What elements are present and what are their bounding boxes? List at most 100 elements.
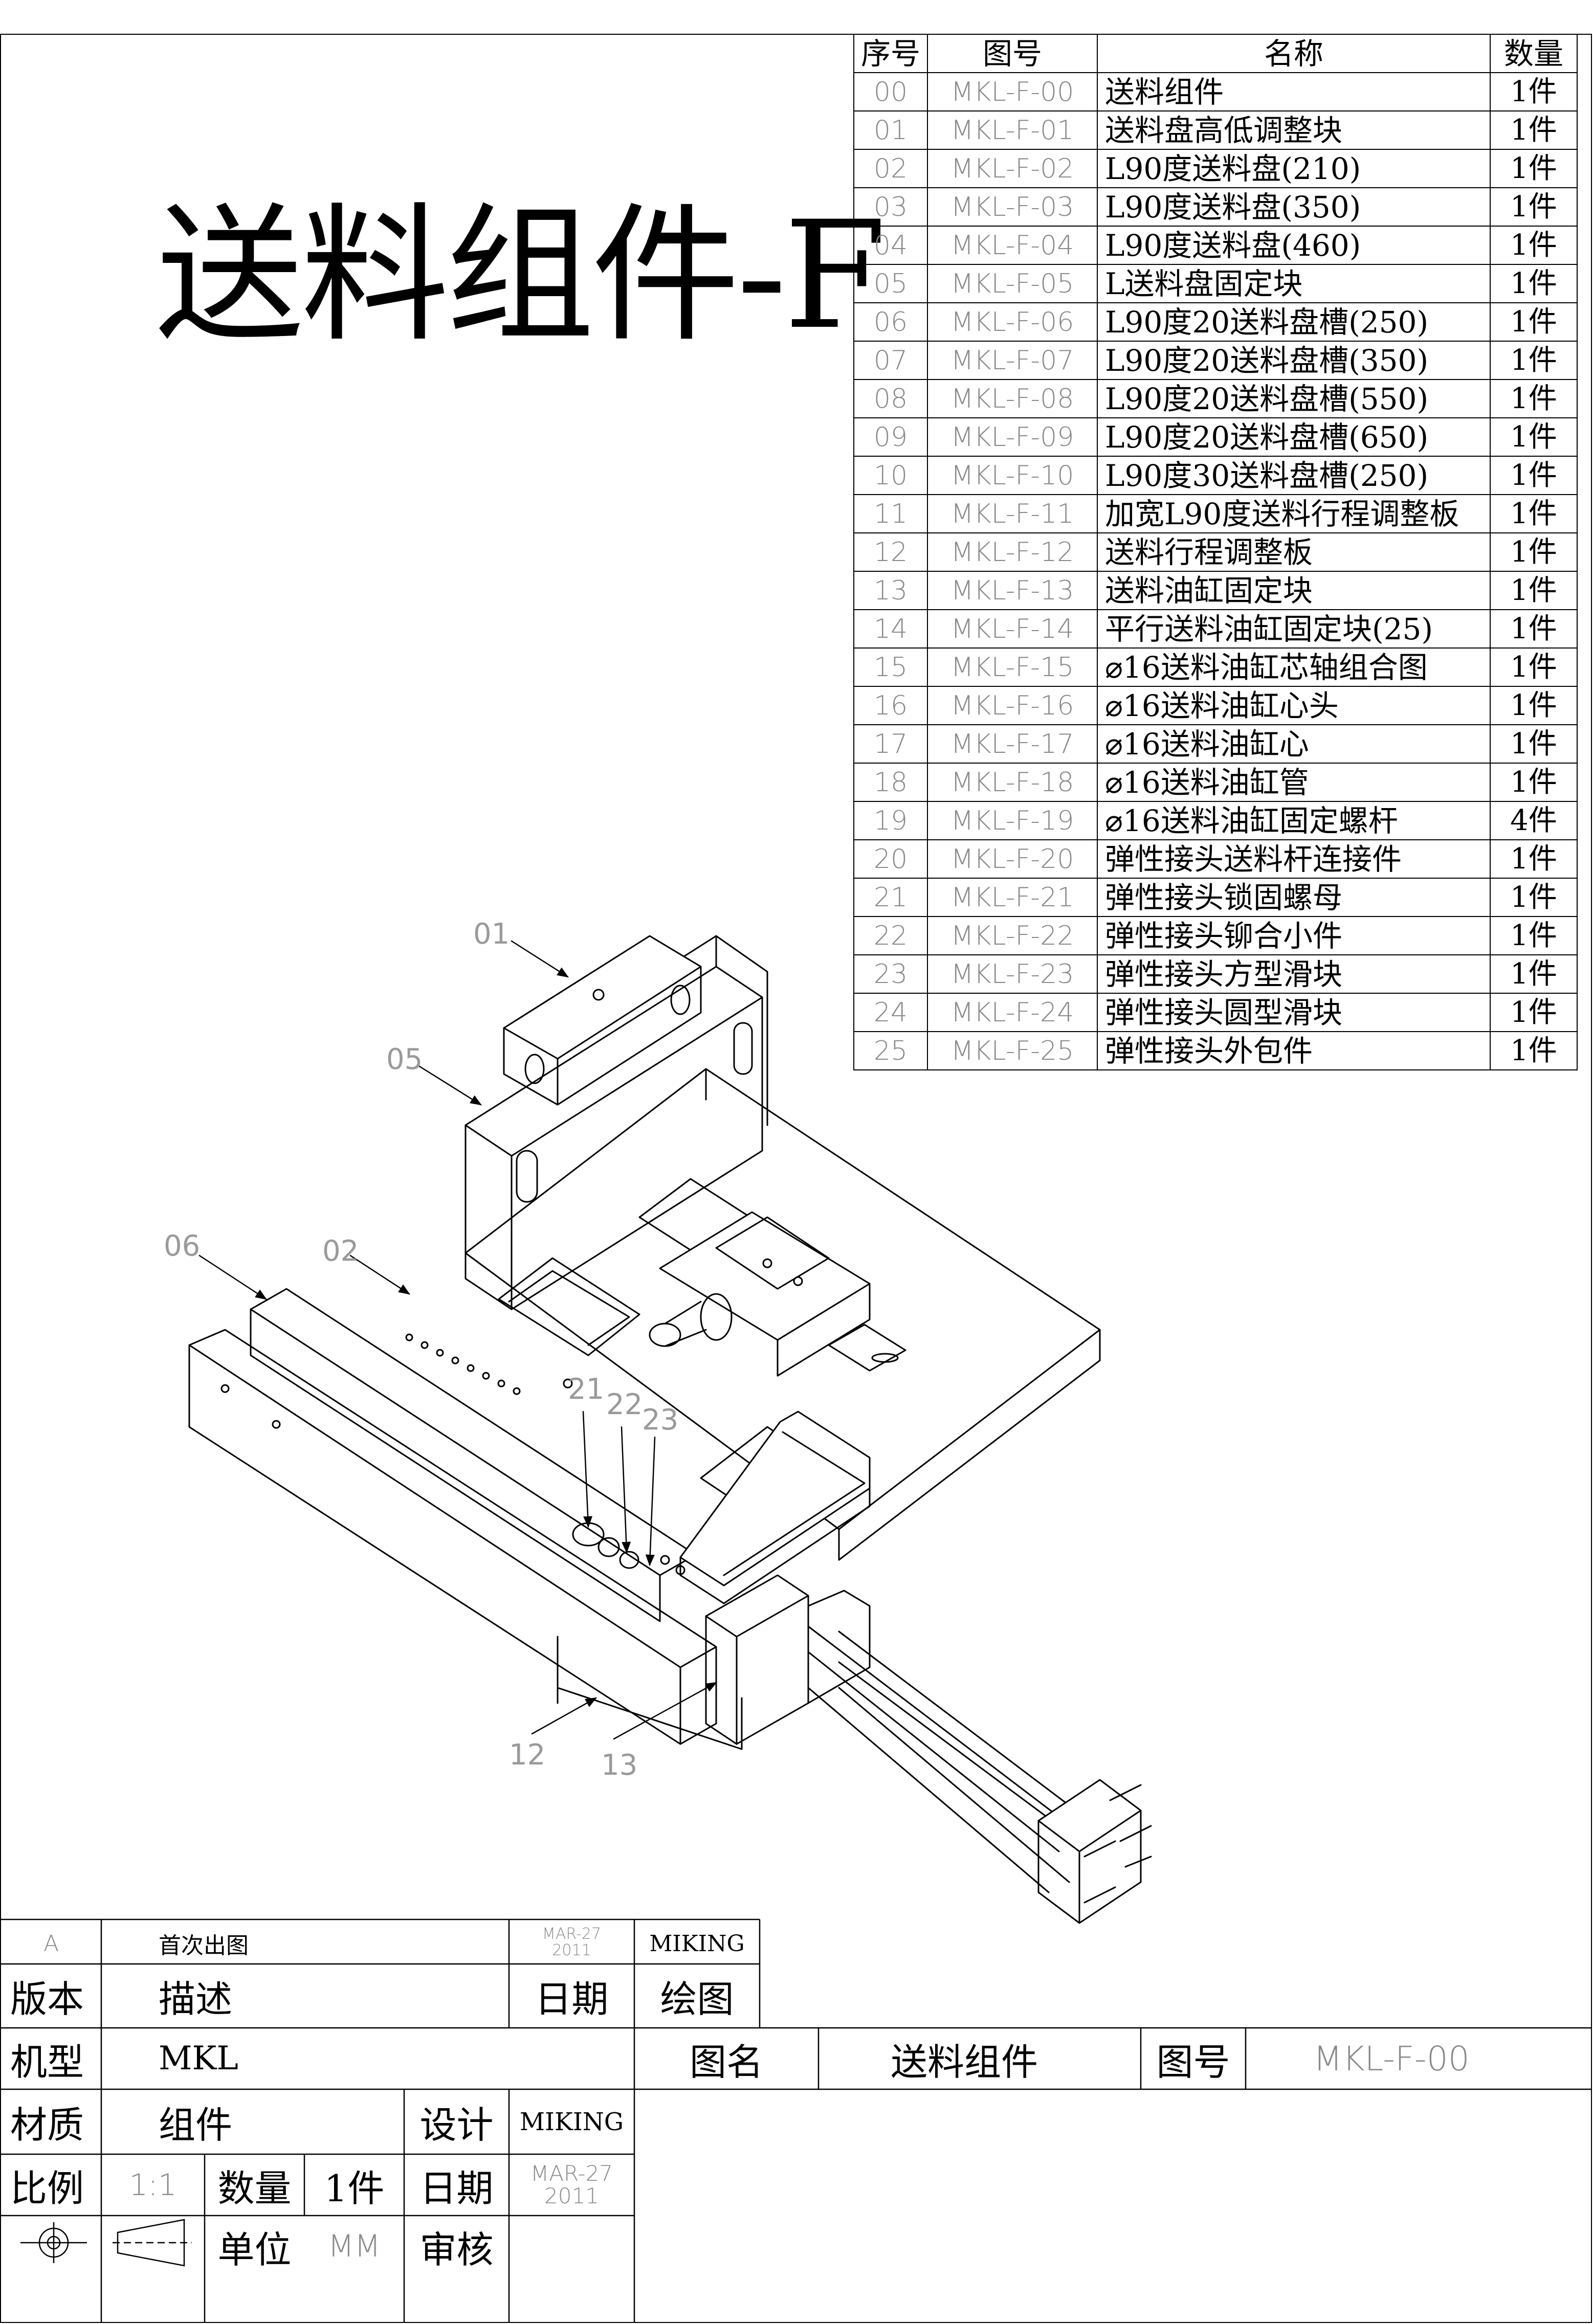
part-name: 送料油缸固定块 xyxy=(1097,571,1491,610)
part-code: MKL-F-00 xyxy=(927,72,1098,111)
part-code: MKL-F-20 xyxy=(927,839,1098,879)
part-qty: 1件 xyxy=(1490,149,1578,188)
part-name: ⌀16送料油缸管 xyxy=(1097,763,1491,802)
part-qty: 1件 xyxy=(1490,72,1578,111)
callout-21: 21 xyxy=(568,1373,604,1406)
part-name: 弹性接头锁固螺母 xyxy=(1097,878,1491,917)
part-code: MKL-F-05 xyxy=(927,264,1098,303)
label-drawing-name: 图名 xyxy=(689,2040,763,2084)
part-seq: 17 xyxy=(853,724,928,764)
part-code: MKL-F-21 xyxy=(927,878,1098,917)
part-name: 加宽L90度送料行程调整板 xyxy=(1097,494,1491,533)
part-name: L90度20送料盘槽(350) xyxy=(1097,341,1491,380)
header-code: 图号 xyxy=(927,34,1098,73)
part-qty: 1件 xyxy=(1490,494,1578,533)
part-name: ⌀16送料油缸固定螺杆 xyxy=(1097,801,1491,840)
part-code: MKL-F-14 xyxy=(927,609,1098,649)
label-date: 日期 xyxy=(535,1978,609,2021)
part-code: MKL-F-24 xyxy=(927,993,1098,1032)
part-qty: 1件 xyxy=(1490,302,1578,342)
part-seq: 14 xyxy=(853,609,928,649)
label-quantity: 数量 xyxy=(217,2166,292,2210)
part-seq: 10 xyxy=(853,456,928,495)
label-unit: 单位 xyxy=(217,2228,292,2271)
part-seq: 12 xyxy=(853,532,928,572)
upright-block xyxy=(464,935,768,1310)
part-name: L90度30送料盘槽(250) xyxy=(1097,456,1491,495)
elastic-joint xyxy=(572,1411,871,1604)
cylinder-rods xyxy=(807,1625,1152,1924)
part-code: MKL-F-15 xyxy=(927,647,1098,687)
parts-table-header: 序号 图号 名称 数量 xyxy=(853,34,1578,73)
part-seq: 02 xyxy=(853,149,928,188)
part-name: L90度20送料盘槽(250) xyxy=(1097,302,1491,342)
label-drawn: 绘图 xyxy=(660,1978,734,2021)
part-name: L90度送料盘(210) xyxy=(1097,149,1491,188)
part-name: L90度20送料盘槽(650) xyxy=(1097,417,1491,457)
part-code: MKL-F-19 xyxy=(927,801,1098,840)
part-code: MKL-F-06 xyxy=(927,302,1098,342)
part-code: MKL-F-25 xyxy=(927,1031,1098,1070)
part-seq: 08 xyxy=(853,379,928,418)
header-qty: 数量 xyxy=(1490,34,1578,73)
drawing-name-value: 送料组件 xyxy=(890,2040,1038,2084)
part-seq: 15 xyxy=(853,647,928,687)
rev-date-month: MAR-27 xyxy=(542,1925,602,1943)
part-qty: 1件 xyxy=(1490,916,1578,955)
part-seq: 25 xyxy=(853,1031,928,1070)
part-name: 弹性接头外包件 xyxy=(1097,1031,1491,1070)
part-seq: 03 xyxy=(853,187,928,227)
part-seq: 11 xyxy=(853,494,928,533)
part-code: MKL-F-22 xyxy=(927,916,1098,955)
part-code: MKL-F-12 xyxy=(927,532,1098,572)
rev-drawer: MIKING xyxy=(649,1930,745,1957)
label-drawing-number: 图号 xyxy=(1156,2040,1230,2084)
date-2-month: MAR-27 xyxy=(530,2161,613,2186)
part-name: 弹性接头圆型滑块 xyxy=(1097,993,1491,1032)
part-qty: 1件 xyxy=(1490,532,1578,572)
callout-labels: 01 05 06 02 21 22 23 12 13 xyxy=(164,918,678,1782)
part-seq: 07 xyxy=(853,341,928,380)
part-qty: 1件 xyxy=(1490,993,1578,1032)
part-name: 送料组件 xyxy=(1097,72,1491,111)
part-code: MKL-F-11 xyxy=(927,494,1098,533)
label-material: 材质 xyxy=(10,2104,84,2147)
label-model: 机型 xyxy=(10,2040,84,2084)
rev-date-year: 2011 xyxy=(552,1941,591,1959)
part-code: MKL-F-04 xyxy=(927,226,1098,265)
part-qty: 1件 xyxy=(1490,571,1578,610)
part-name: 弹性接头送料杆连接件 xyxy=(1097,839,1491,879)
callout-22: 22 xyxy=(606,1388,643,1421)
callout-13: 13 xyxy=(601,1749,637,1782)
part-seq: 22 xyxy=(853,916,928,955)
callout-12: 12 xyxy=(509,1738,545,1772)
part-qty: 1件 xyxy=(1490,341,1578,380)
header-seq: 序号 xyxy=(853,34,928,73)
part-seq: 20 xyxy=(853,839,928,879)
unit-value: MM xyxy=(327,2228,381,2264)
part-code: MKL-F-07 xyxy=(927,341,1098,380)
part-qty: 1件 xyxy=(1490,264,1578,303)
part-name: 弹性接头铆合小件 xyxy=(1097,916,1491,955)
part-name: ⌀16送料油缸芯轴组合图 xyxy=(1097,647,1491,687)
part-qty: 1件 xyxy=(1490,763,1578,802)
part-name: 送料行程调整板 xyxy=(1097,532,1491,572)
part-qty: 1件 xyxy=(1490,456,1578,495)
